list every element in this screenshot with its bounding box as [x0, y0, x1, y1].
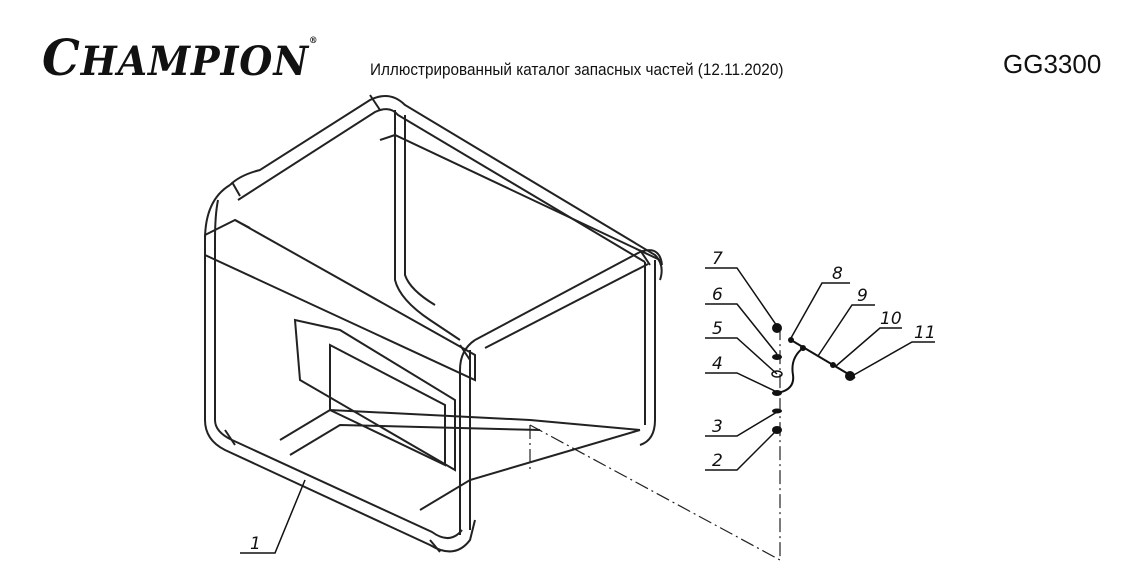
callout-6: 6: [712, 285, 723, 305]
champion-logo: CHAMPION®: [42, 28, 319, 87]
fastener-parts: [771, 323, 855, 434]
callout-7: 7: [712, 249, 723, 269]
assembly-leader-line: [529, 330, 781, 562]
model-number: GG3300: [1003, 49, 1102, 79]
callout-5: 5: [712, 319, 723, 339]
callout-8: 8: [832, 264, 843, 284]
ground-wire: [776, 339, 856, 394]
catalog-title: Иллюстрированный каталог запасных частей…: [370, 60, 784, 79]
callout-1: 1: [250, 534, 261, 554]
callout-2: 2: [712, 451, 723, 471]
callout-4: 4: [712, 354, 723, 374]
callout-11: 11: [914, 323, 936, 343]
callout-leaders: [240, 267, 935, 554]
callout-3: 3: [712, 417, 723, 437]
frame-drawing: [204, 94, 663, 553]
callout-10: 10: [880, 309, 902, 329]
callout-9: 9: [857, 286, 868, 306]
